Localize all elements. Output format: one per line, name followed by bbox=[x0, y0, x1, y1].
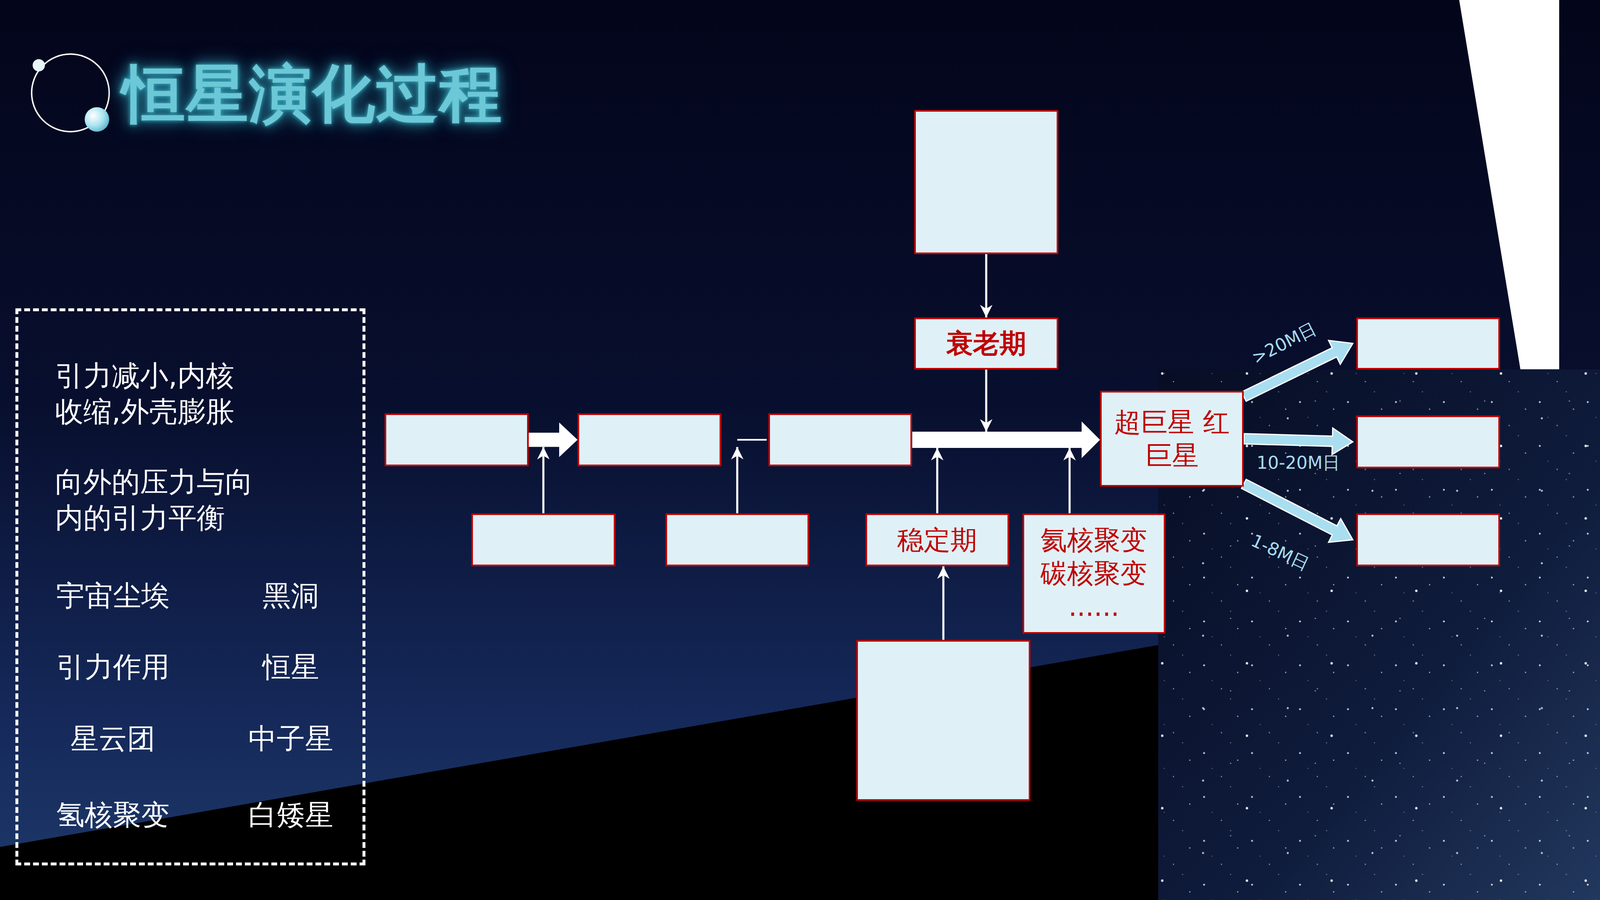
mass-label: >20M日 bbox=[1247, 317, 1321, 370]
answer-box bbox=[665, 513, 810, 567]
answer-box bbox=[768, 413, 913, 467]
word-option: 星云团 bbox=[70, 720, 156, 757]
word-option: 中子星 bbox=[248, 720, 334, 757]
connector bbox=[943, 566, 944, 640]
answer-box bbox=[1356, 415, 1500, 469]
word-option: 引力作用 bbox=[56, 649, 170, 685]
connector-line bbox=[936, 447, 939, 514]
connector-line bbox=[942, 566, 945, 640]
title-moon bbox=[32, 59, 45, 72]
connector-line bbox=[985, 369, 988, 432]
connector bbox=[737, 440, 767, 514]
answer-box bbox=[856, 640, 1031, 802]
node-text: 氦核聚变 碳核聚变 ...... bbox=[1032, 523, 1156, 624]
connector bbox=[1243, 427, 1353, 455]
answer-box bbox=[384, 413, 529, 467]
word-option: 恒星 bbox=[262, 649, 320, 685]
connector bbox=[1069, 440, 1099, 514]
stage-box: 稳定期 bbox=[865, 513, 1010, 567]
mass-label: 1-8M日 bbox=[1247, 529, 1313, 577]
light-wedge bbox=[1459, 0, 1560, 370]
title-orbit bbox=[31, 54, 110, 132]
answer-box bbox=[1356, 513, 1500, 567]
stage-box: 衰老期 bbox=[914, 317, 1058, 370]
connector-line bbox=[542, 447, 545, 514]
stage-box: 超巨星 红巨星 bbox=[1100, 390, 1244, 487]
connector bbox=[986, 369, 1099, 440]
answer-box bbox=[577, 413, 722, 467]
title-planet bbox=[84, 107, 110, 132]
connector-line bbox=[543, 439, 576, 441]
process-box: 氦核聚变 碳核聚变 ...... bbox=[1022, 513, 1166, 634]
word-option: 引力减小,内核收缩,外壳膨胀 bbox=[55, 357, 240, 430]
connector-line bbox=[986, 439, 1099, 441]
word-option: 黑洞 bbox=[262, 577, 320, 614]
flow-arrow bbox=[912, 421, 1100, 458]
node-text: 超巨星 红巨星 bbox=[1110, 405, 1234, 473]
answer-box bbox=[914, 110, 1058, 254]
flow-arrow bbox=[528, 422, 578, 458]
connector-line bbox=[736, 447, 739, 514]
answer-box bbox=[1356, 317, 1500, 370]
node-text: 衰老期 bbox=[946, 326, 1027, 360]
word-option: 宇宙尘埃 bbox=[56, 577, 170, 614]
word-option: 氢核聚变 bbox=[56, 797, 170, 833]
connector bbox=[528, 422, 578, 458]
connector-line bbox=[937, 439, 1099, 441]
node-text: 稳定期 bbox=[897, 523, 978, 557]
connector-line bbox=[985, 254, 988, 318]
connector bbox=[912, 421, 1100, 458]
connector-line bbox=[737, 439, 767, 441]
connector bbox=[985, 254, 987, 318]
mass-label: 10-20M日 bbox=[1256, 451, 1340, 475]
word-bank: 引力减小,内核收缩,外壳膨胀向外的压力与向内的引力平衡宇宙尘埃 黑洞引力作用 恒星星… bbox=[15, 308, 366, 866]
page-title: 恒星演化过程 bbox=[122, 52, 503, 138]
branch-arrow bbox=[1243, 427, 1353, 455]
answer-box bbox=[471, 513, 615, 567]
word-option: 白矮星 bbox=[248, 797, 334, 833]
connector bbox=[937, 440, 1099, 514]
connector bbox=[543, 440, 576, 514]
word-option: 向外的压力与向内的引力平衡 bbox=[55, 464, 260, 536]
connector-line bbox=[1068, 447, 1071, 514]
